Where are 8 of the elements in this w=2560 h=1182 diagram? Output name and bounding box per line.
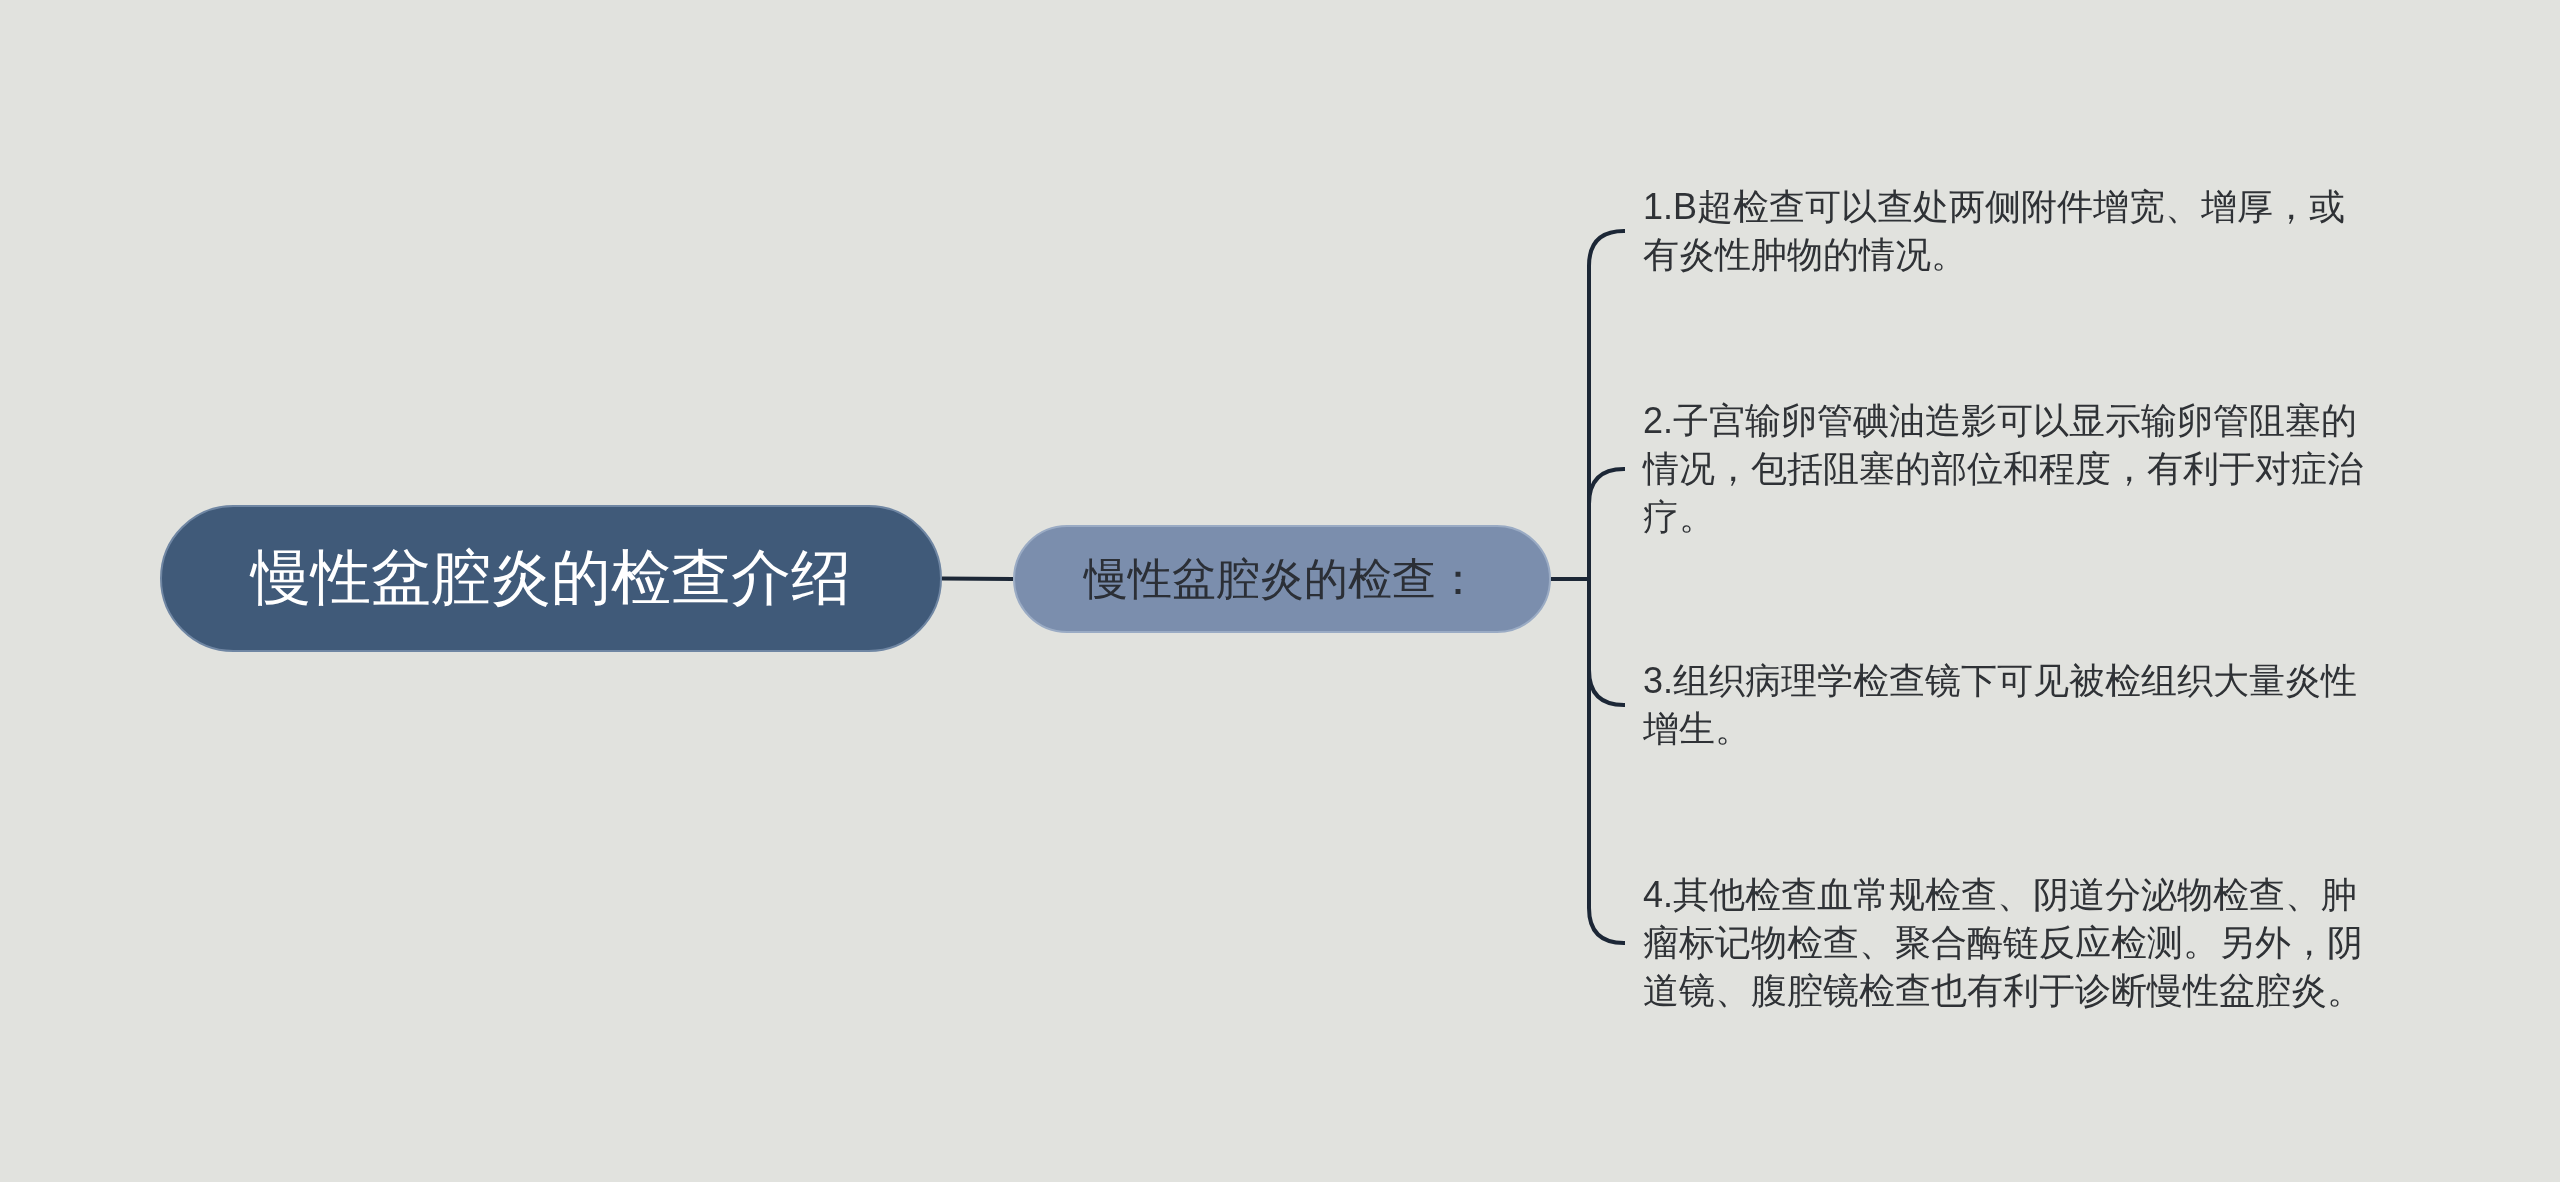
connector-line — [1551, 577, 1626, 945]
connector-line — [942, 576, 1013, 581]
subtopic: 慢性盆腔炎的检查： — [1013, 525, 1551, 633]
root-topic: 慢性盆腔炎的检查介绍 — [160, 505, 942, 652]
topic-text: 2.子宫输卵管碘油造影可以显示输卵管阻塞的情况，包括阻塞的部位和程度，有利于对症治疗。 — [1625, 397, 2378, 541]
topic-text: 3.组织病理学检查镜下可见被检组织大量炎性增生。 — [1625, 657, 2378, 753]
topic-text: 4.其他检查血常规检查、阴道分泌物检查、肿瘤标记物检查、聚合酶链反应检测。另外，阴道镜、腹腔镜检查也有利于诊断慢性盆腔炎。 — [1625, 871, 2378, 1015]
topic-text: 1.B超检查可以查处两侧附件增宽、增厚，或有炎性肿物的情况。 — [1625, 183, 2365, 279]
